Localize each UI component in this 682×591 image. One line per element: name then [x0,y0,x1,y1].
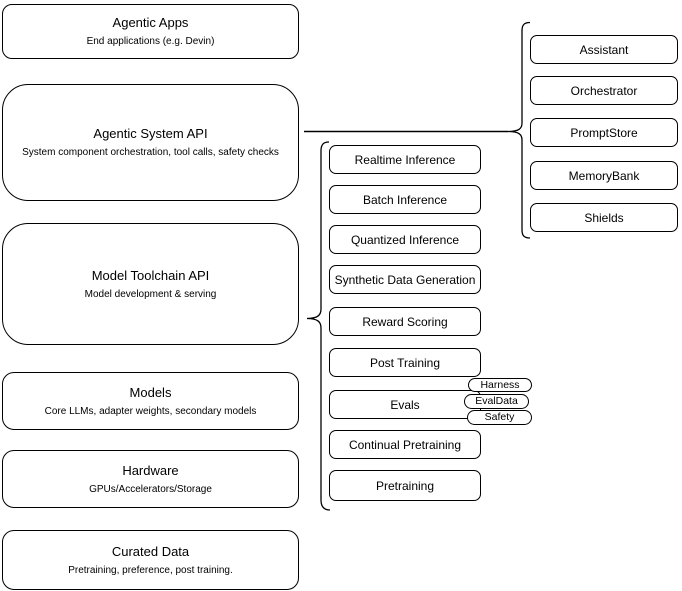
brace-system-components [507,21,531,239]
service-quantized-inference: Quantized Inference [329,225,481,254]
component-shields: Shields [530,203,678,232]
service-reward-scoring: Reward Scoring [329,307,481,336]
box-model-toolchain-api-subtitle: Model development & serving [84,288,217,300]
box-agentic-system-api-title: Agentic System API [93,126,208,141]
box-model-toolchain-api-title: Model Toolchain API [91,267,210,283]
box-agentic-apps-subtitle: End applications (e.g. Devin) [86,36,215,47]
service-evals: Evals [329,390,481,419]
service-realtime-inference: Realtime Inference [329,145,481,174]
box-agentic-apps-title: Agentic Apps [112,15,189,30]
brace-toolchain-services [306,141,331,511]
service-post-training: Post Training [329,348,481,377]
box-agentic-system-api-subtitle: System component orchestration, tool cal… [22,147,279,158]
component-assistant: Assistant [530,35,678,64]
box-model-toolchain-api: Model Toolchain API Model development & … [2,223,299,345]
eval-tag-harness: Harness [468,378,532,392]
box-curated-data-subtitle: Pretraining, preference, post training. [68,564,233,576]
box-agentic-apps: Agentic Apps End applications (e.g. Devi… [2,4,299,59]
component-memorybank: MemoryBank [530,161,678,190]
box-hardware: Hardware GPUs/Accelerators/Storage [2,450,299,508]
component-promptstore: PromptStore [530,118,678,147]
box-curated-data: Curated Data Pretraining, preference, po… [2,530,299,590]
eval-tag-safety: Safety [467,410,532,425]
service-synthetic-data-generation: Synthetic Data Generation [329,265,481,294]
box-models-title: Models [129,384,172,400]
box-hardware-title: Hardware [122,462,179,478]
component-orchestrator: Orchestrator [530,76,678,105]
service-pretraining: Pretraining [329,470,481,501]
box-curated-data-title: Curated Data [111,543,190,559]
box-hardware-subtitle: GPUs/Accelerators/Storage [89,483,212,495]
box-models-subtitle: Core LLMs, adapter weights, secondary mo… [44,405,257,417]
eval-tag-evaldata: EvalData [464,394,529,409]
service-continual-pretraining: Continual Pretraining [329,430,481,459]
service-batch-inference: Batch Inference [329,185,481,214]
box-models: Models Core LLMs, adapter weights, secon… [2,372,299,430]
box-agentic-system-api: Agentic System API System component orch… [2,84,299,201]
